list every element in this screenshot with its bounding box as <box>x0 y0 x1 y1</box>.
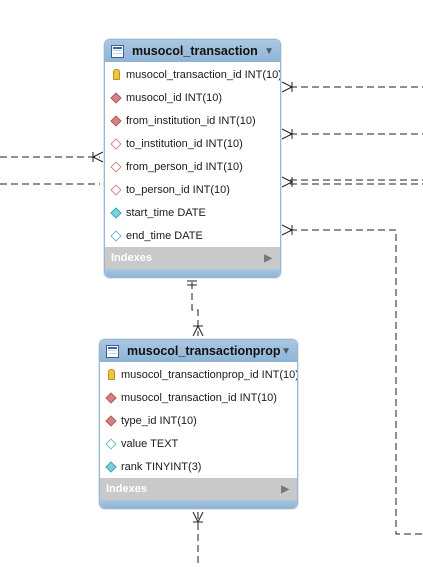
column-label: rank TINYINT(3) <box>121 460 202 473</box>
table-musocol-transaction[interactable]: musocol_transaction ▼ musocol_transactio… <box>104 39 281 278</box>
column-label: musocol_transactionprop_id INT(10) <box>121 368 298 381</box>
nullable-column-icon <box>110 229 122 242</box>
column-label: to_institution_id INT(10) <box>126 137 243 150</box>
expand-arrow-icon[interactable]: ▶ <box>264 252 272 264</box>
column-row[interactable]: from_person_id INT(10) <box>105 155 280 178</box>
nullable-foreign-key-icon <box>110 160 122 173</box>
foreign-key-icon <box>110 114 122 127</box>
column-label: from_institution_id INT(10) <box>126 114 256 127</box>
column-row[interactable]: end_time DATE <box>105 224 280 247</box>
relation-line <box>290 229 423 535</box>
column-label: musocol_id INT(10) <box>126 91 222 104</box>
table-icon <box>106 344 119 358</box>
column-label: musocol_transaction_id INT(10) <box>121 391 277 404</box>
many-marker <box>192 324 204 337</box>
table-title: musocol_transactionprop <box>127 344 281 358</box>
column-row[interactable]: musocol_id INT(10) <box>105 86 280 109</box>
table-footer <box>100 500 297 508</box>
column-label: from_person_id INT(10) <box>126 160 243 173</box>
one-marker <box>187 280 197 286</box>
many-marker <box>281 128 294 140</box>
column-label: value TEXT <box>121 437 179 450</box>
nullable-foreign-key-icon <box>110 137 122 150</box>
table-icon <box>111 44 124 58</box>
indexes-label: Indexes <box>111 252 152 264</box>
primary-key-icon <box>106 369 116 381</box>
column-icon <box>110 206 122 219</box>
table-musocol-transactionprop[interactable]: musocol_transactionprop ▼ musocol_transa… <box>99 339 298 509</box>
column-row[interactable]: musocol_transaction_id INT(10) <box>105 63 280 86</box>
column-label: musocol_transaction_id INT(10) <box>126 68 281 81</box>
column-row[interactable]: rank TINYINT(3) <box>100 455 297 478</box>
table-title: musocol_transaction <box>132 44 258 58</box>
primary-key-icon <box>111 69 121 81</box>
column-row[interactable]: type_id INT(10) <box>100 409 297 432</box>
column-label: to_person_id INT(10) <box>126 183 230 196</box>
many-marker <box>281 176 294 188</box>
indexes-label: Indexes <box>106 483 147 495</box>
column-row[interactable]: to_institution_id INT(10) <box>105 132 280 155</box>
indexes-section[interactable]: Indexes ▶ <box>105 247 280 269</box>
column-row[interactable]: from_institution_id INT(10) <box>105 109 280 132</box>
nullable-column-icon <box>105 437 117 450</box>
column-row[interactable]: musocol_transaction_id INT(10) <box>100 386 297 409</box>
foreign-key-icon <box>105 391 117 404</box>
column-row[interactable]: to_person_id INT(10) <box>105 178 280 201</box>
table-header[interactable]: musocol_transactionprop ▼ <box>100 340 297 362</box>
column-label: end_time DATE <box>126 229 203 242</box>
column-icon <box>105 460 117 473</box>
column-row[interactable]: value TEXT <box>100 432 297 455</box>
foreign-key-icon <box>110 91 122 104</box>
expand-arrow-icon[interactable]: ▶ <box>281 483 289 495</box>
column-label: start_time DATE <box>126 206 206 219</box>
many-marker <box>281 81 294 93</box>
many-marker <box>91 151 104 163</box>
many-marker <box>281 224 294 236</box>
column-row[interactable]: musocol_transactionprop_id INT(10) <box>100 363 297 386</box>
table-footer <box>105 269 280 277</box>
indexes-section[interactable]: Indexes ▶ <box>100 478 297 500</box>
relation-line <box>191 282 199 336</box>
foreign-key-icon <box>105 414 117 427</box>
column-label: type_id INT(10) <box>121 414 197 427</box>
table-header[interactable]: musocol_transaction ▼ <box>105 40 280 62</box>
collapse-toggle-icon[interactable]: ▼ <box>264 45 274 57</box>
column-row[interactable]: start_time DATE <box>105 201 280 224</box>
collapse-toggle-icon[interactable]: ▼ <box>281 345 291 357</box>
nullable-foreign-key-icon <box>110 183 122 196</box>
many-marker <box>192 511 204 524</box>
